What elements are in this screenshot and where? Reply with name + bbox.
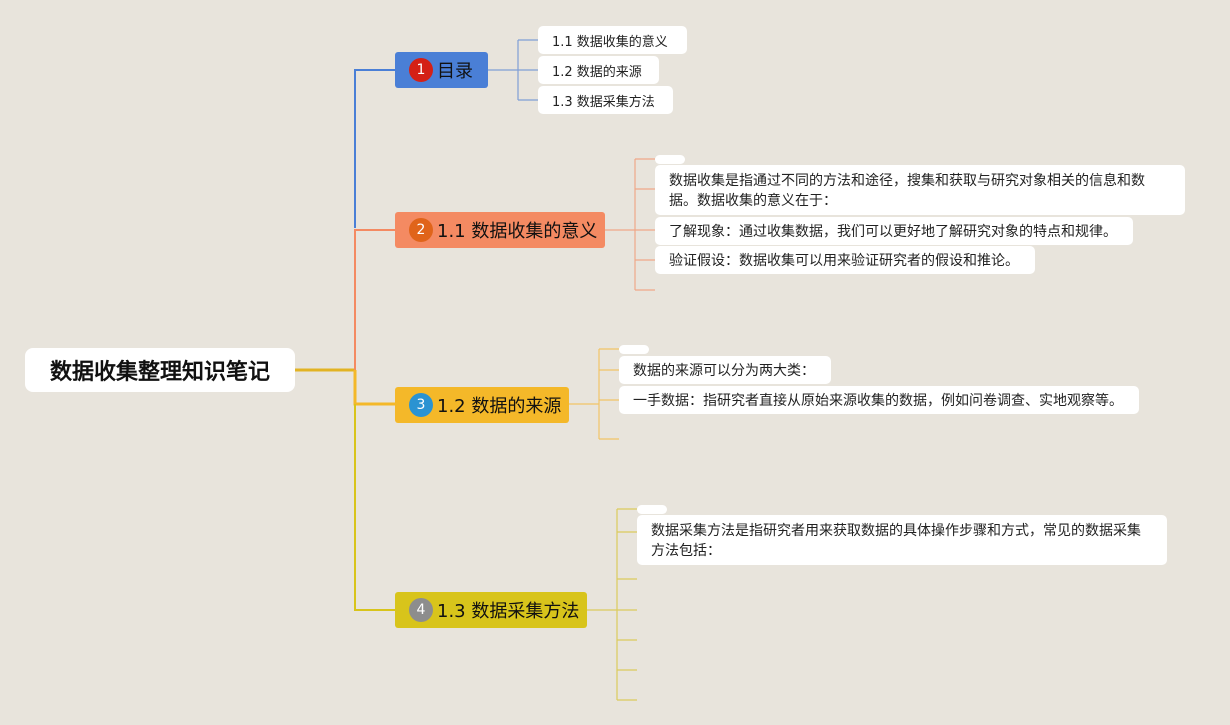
note-methods-intro[interactable]: 数据采集方法是指研究者用来获取数据的具体操作步骤和方式，常见的数据采集方法包括： (637, 515, 1167, 565)
note-primary-data[interactable]: 一手数据：指研究者直接从原始来源收集的数据，例如问卷调查、实地观察等。 (619, 386, 1139, 414)
branch-toc[interactable]: 1 目录 (395, 52, 488, 88)
branch-section-1-2-label: 1.2 数据的来源 (437, 396, 562, 417)
toc-item-1-3[interactable]: 1.3 数据采集方法 (538, 86, 673, 114)
branch-section-1-3-label: 1.3 数据采集方法 (437, 601, 580, 622)
branch-toc-label: 目录 (437, 61, 473, 82)
toc-item-label: 1.3 数据采集方法 (552, 94, 655, 110)
number-badge-1: 1 (409, 58, 433, 82)
toc-item-label: 1.2 数据的来源 (552, 64, 642, 80)
note-text: 数据收集是指通过不同的方法和途径，搜集和获取与研究对象相关的信息和数据。数据收集… (669, 173, 1145, 209)
branch-section-1-3[interactable]: 4 1.3 数据采集方法 (395, 592, 587, 628)
empty-note[interactable] (655, 155, 685, 164)
root-topic-label: 数据收集整理知识笔记 (49, 360, 270, 385)
empty-note[interactable] (637, 505, 667, 514)
branch-section-1-2[interactable]: 3 1.2 数据的来源 (395, 387, 569, 423)
root-topic[interactable]: 数据收集整理知识笔记 (25, 348, 295, 392)
note-understand[interactable]: 了解现象：通过收集数据，我们可以更好地了解研究对象的特点和规律。 (655, 217, 1133, 245)
empty-note[interactable] (619, 345, 649, 354)
note-text: 一手数据：指研究者直接从原始来源收集的数据，例如问卷调查、实地观察等。 (633, 393, 1123, 409)
note-text: 了解现象：通过收集数据，我们可以更好地了解研究对象的特点和规律。 (669, 224, 1117, 240)
number-badge-2: 2 (409, 218, 433, 242)
note-sources-intro[interactable]: 数据的来源可以分为两大类： (619, 356, 831, 384)
number-badge-3: 3 (409, 393, 433, 417)
note-definition[interactable]: 数据收集是指通过不同的方法和途径，搜集和获取与研究对象相关的信息和数据。数据收集… (655, 165, 1185, 215)
note-text: 数据采集方法是指研究者用来获取数据的具体操作步骤和方式，常见的数据采集方法包括： (651, 523, 1141, 559)
toc-item-label: 1.1 数据收集的意义 (552, 34, 668, 50)
note-text: 验证假设：数据收集可以用来验证研究者的假设和推论。 (669, 253, 1019, 269)
note-text: 数据的来源可以分为两大类： (633, 363, 815, 379)
branch-section-1-1-label: 1.1 数据收集的意义 (437, 221, 598, 242)
branch-section-1-1[interactable]: 2 1.1 数据收集的意义 (395, 212, 605, 248)
toc-item-1-1[interactable]: 1.1 数据收集的意义 (538, 26, 687, 54)
note-verify[interactable]: 验证假设：数据收集可以用来验证研究者的假设和推论。 (655, 246, 1035, 274)
toc-item-1-2[interactable]: 1.2 数据的来源 (538, 56, 659, 84)
number-badge-4: 4 (409, 598, 433, 622)
